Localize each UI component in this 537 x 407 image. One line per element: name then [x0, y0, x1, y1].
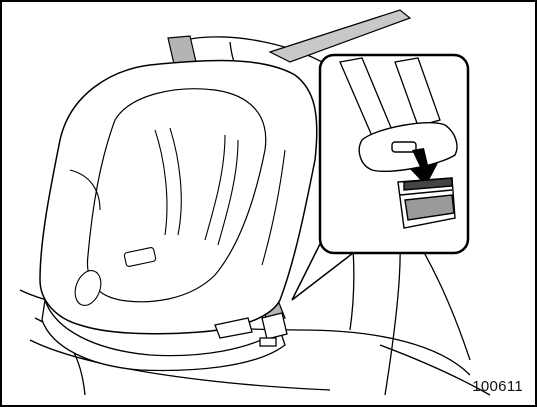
figure-number: 100611: [472, 378, 523, 395]
child-seat: [40, 61, 317, 334]
detail-inset: [320, 55, 468, 253]
